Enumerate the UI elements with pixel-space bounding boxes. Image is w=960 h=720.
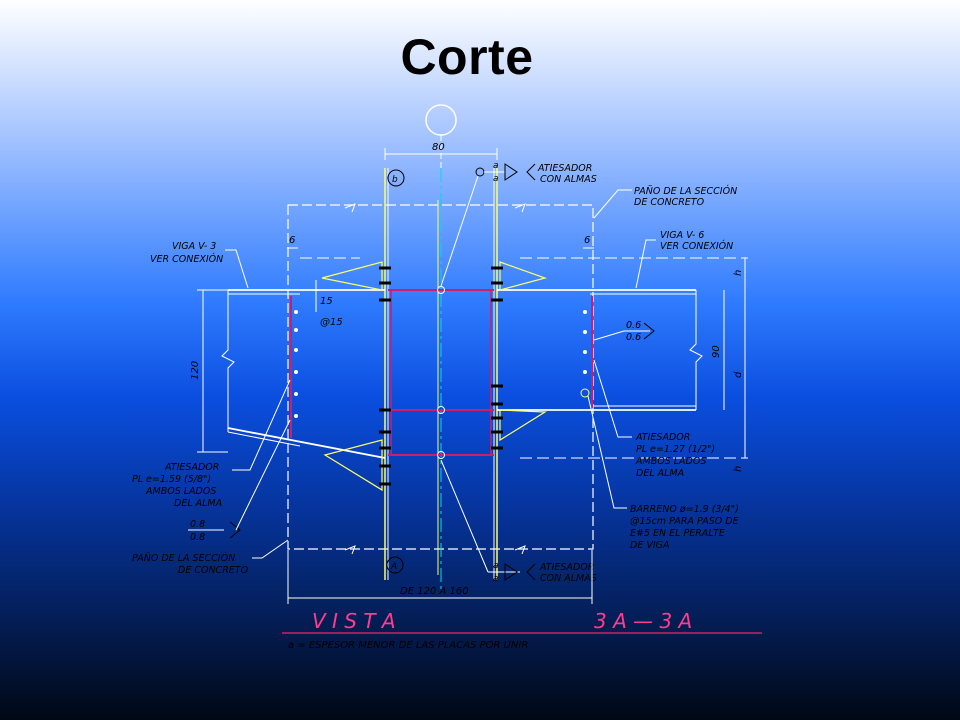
at-left-3: AMBOS LADOS xyxy=(145,486,216,497)
plate-node-top xyxy=(437,286,445,294)
dim-90-label: 90 xyxy=(711,345,722,358)
pano-bot-label-2: DE CONCRETO xyxy=(178,565,249,576)
leader-weld-top xyxy=(440,175,479,287)
stiffener-right-bot xyxy=(499,409,547,442)
barreno-1: BARRENO ø=1.9 (3/4") xyxy=(630,504,739,515)
weld-08-flag xyxy=(229,521,241,539)
dim-120-label: 120 xyxy=(190,361,201,380)
dim-80-label: 80 xyxy=(432,142,445,153)
at-right-3: AMBOS LADOS xyxy=(635,456,706,467)
slide-title: Corte xyxy=(400,29,534,85)
weld-bot-a1: a xyxy=(493,561,499,571)
dim-6-left: 6 xyxy=(289,235,295,246)
at-right-4: DEL ALMA xyxy=(636,468,684,479)
beam-v3-break xyxy=(221,290,235,432)
marker-b-circle xyxy=(387,169,405,187)
leader-at-left xyxy=(232,379,291,471)
weld-06-b: 0.6 xyxy=(626,332,641,343)
pano-top-label-1: PAÑO DE LA SECCIÓN xyxy=(634,185,737,197)
weld-06-flag xyxy=(643,322,655,340)
flange-bolts xyxy=(379,266,503,486)
vista-title-left: V I S T A xyxy=(312,609,396,633)
weld-symbol-bot-flag xyxy=(504,563,518,581)
at-left-2: PL e=1.59 (5/8") xyxy=(132,474,211,485)
cut-mark-1 xyxy=(344,203,356,213)
viga-v6-label-1: VIGA V- 6 xyxy=(660,230,704,241)
weld-top-a1: a xyxy=(493,161,499,171)
weld-top-tail xyxy=(526,163,536,181)
weld-08-b: 0.8 xyxy=(190,532,205,543)
leader-weld-06 xyxy=(593,330,625,341)
plate-node-mid xyxy=(437,406,445,414)
plate-node-bot xyxy=(437,451,445,459)
leader-pano-top xyxy=(593,189,632,219)
weld-bot-tail xyxy=(526,563,536,581)
at-right-2: PL e=1.27 (1/2") xyxy=(636,444,715,455)
con-almas-bot-label: CON ALMAS xyxy=(540,573,597,584)
dim-at15-label: @15 xyxy=(320,317,343,328)
viga-v3-label-1: VIGA V- 3 xyxy=(172,241,216,252)
dim-d-label: d xyxy=(733,371,744,378)
viga-v3-label-2: VER CONEXIÓN xyxy=(150,253,223,265)
beam-v3-bottom-flange xyxy=(227,427,386,459)
at-right-1: ATIESADOR xyxy=(635,432,690,443)
dim-h-top-label: h xyxy=(733,270,744,276)
marker-a-circle xyxy=(386,556,404,574)
drain-hole xyxy=(580,388,590,398)
atiesador-top-label: ATIESADOR xyxy=(537,163,592,174)
dim-bottom-label: DE 120 A 160 xyxy=(400,586,469,597)
section-circle xyxy=(425,104,457,136)
beam-v6-break xyxy=(689,290,703,410)
dim-h-bot-label: h xyxy=(733,466,744,472)
marker-b-label: b xyxy=(392,175,398,185)
weld-08-a: 0.8 xyxy=(190,519,205,530)
leader-at-right xyxy=(593,359,632,438)
con-almas-top-label: CON ALMAS xyxy=(540,174,597,185)
weld-symbol-top-flag xyxy=(504,163,518,181)
thickness-note: a = ESPESOR MENOR DE LAS PLACAS POR UNIR xyxy=(288,640,528,651)
leader-weld-bot xyxy=(440,459,489,573)
stiffener-right-top xyxy=(499,261,548,291)
leader-viga-v6 xyxy=(635,239,656,289)
stiffener-left-top xyxy=(321,261,383,291)
cut-mark-2 xyxy=(514,203,526,213)
viga-v6-label-2: VER CONEXIÓN xyxy=(660,240,733,252)
weld-bot-a2: a xyxy=(493,574,499,584)
leader-barreno xyxy=(587,395,627,509)
barreno-3: E#5 EN EL PERALTE xyxy=(630,528,725,539)
weld-top-a2: a xyxy=(493,174,499,184)
dim-6-right: 6 xyxy=(584,235,590,246)
cut-mark-4 xyxy=(514,545,526,555)
barreno-4: DE VIGA xyxy=(630,540,670,551)
weld-symbol-top-circle xyxy=(475,167,485,177)
bolt-holes-right xyxy=(583,310,587,374)
pano-bot-label-1: PAÑO DE LA SECCIÓN xyxy=(132,552,235,564)
cut-mark-3 xyxy=(344,545,356,555)
at-left-4: DEL ALMA xyxy=(174,498,222,509)
dim-15-label: 15 xyxy=(320,296,333,307)
leader-viga-v3 xyxy=(225,249,249,289)
at-left-1: ATIESADOR xyxy=(164,462,219,473)
barreno-2: @15cm PARA PASO DE xyxy=(630,516,739,527)
pano-top-label-2: DE CONCRETO xyxy=(634,197,705,208)
marker-a-label: A xyxy=(390,562,397,572)
leader-weld-08 xyxy=(235,419,291,531)
bolt-holes-left xyxy=(294,310,298,418)
leader-pano-bot xyxy=(252,539,289,559)
vista-title-right: 3 A — 3 A xyxy=(594,609,692,633)
atiesador-bot-label: ATIESADOR xyxy=(539,562,594,573)
weld-06-a: 0.6 xyxy=(626,320,641,331)
